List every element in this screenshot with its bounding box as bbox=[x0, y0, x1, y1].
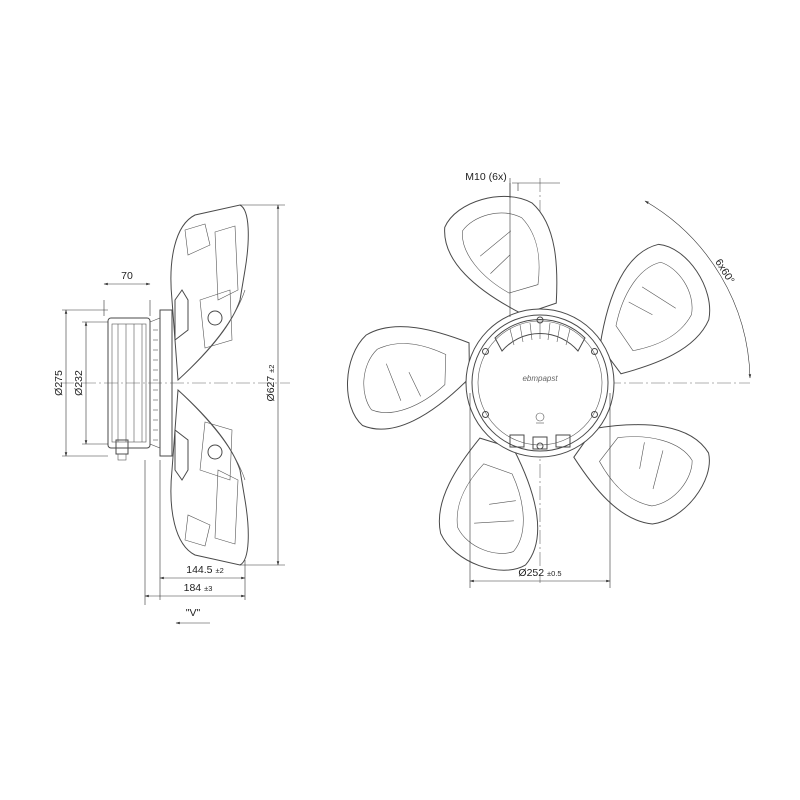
dim-275: Ø275 bbox=[53, 370, 65, 396]
dim-70: 70 bbox=[121, 270, 133, 282]
dim-252: Ø252 ±0.5 bbox=[518, 567, 561, 579]
dim-627: Ø627 ±2 bbox=[265, 365, 277, 402]
brand-logo: ebmpapst bbox=[522, 374, 558, 383]
airflow-label: "V" bbox=[186, 607, 201, 619]
dim-184: 184 ±3 bbox=[184, 582, 213, 594]
dim-232: Ø232 bbox=[73, 370, 85, 396]
dim-m10: M10 (6x) bbox=[465, 171, 506, 183]
dim-6x60: 6x60° bbox=[712, 257, 736, 286]
front-view: ebmpapst M10 (6x) 6x60° Ø252 ±0.5 bbox=[347, 171, 752, 588]
side-view: 70 Ø275 Ø232 Ø627 ±2 144.5 ±2 184 ±3 "V" bbox=[53, 204, 290, 625]
dim-144-5: 144.5 ±2 bbox=[186, 564, 224, 576]
